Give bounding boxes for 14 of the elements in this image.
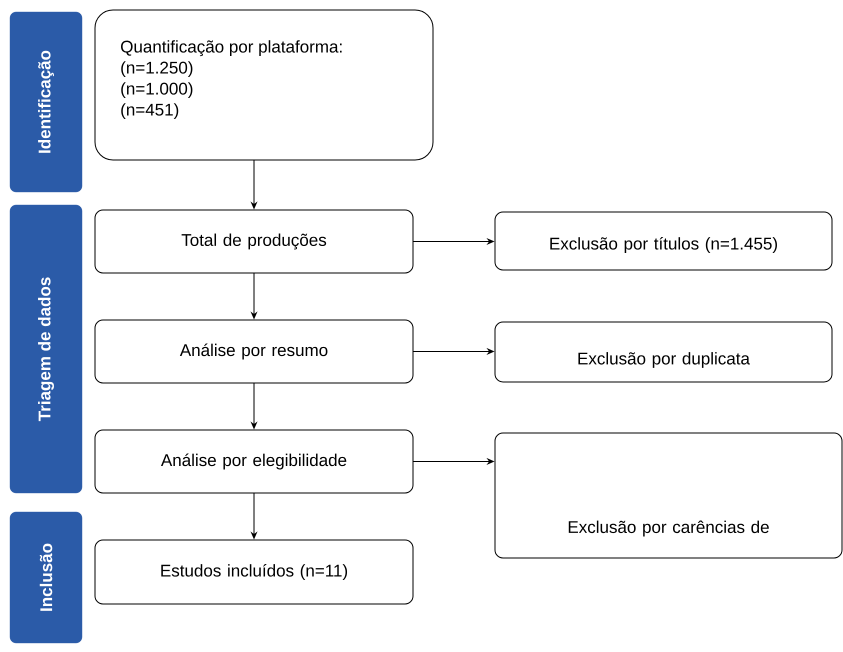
process-box: Exclusão por duplicata	[494, 322, 832, 382]
process-box: Análise por resumo	[94, 320, 414, 384]
process-box: Exclusão por carências de	[494, 432, 842, 558]
stage-band	[10, 204, 82, 494]
stage-label: Triagem de dados	[38, 277, 54, 422]
stage-label: Inclusão	[40, 544, 52, 611]
stage-band	[10, 512, 82, 644]
process-box: Quantificação por plataforma: (n=1.250) (n=1.000) (n=451)	[94, 10, 434, 160]
stage-label: Identificação	[38, 50, 54, 153]
process-box: Estudos incluídos (n=11)	[94, 540, 414, 604]
process-box: Exclusão por títulos (n=1.455)	[494, 212, 832, 270]
process-box: Total de produções	[94, 210, 414, 274]
process-box: Análise por elegibilidade	[94, 430, 414, 494]
stage-band	[10, 12, 82, 192]
